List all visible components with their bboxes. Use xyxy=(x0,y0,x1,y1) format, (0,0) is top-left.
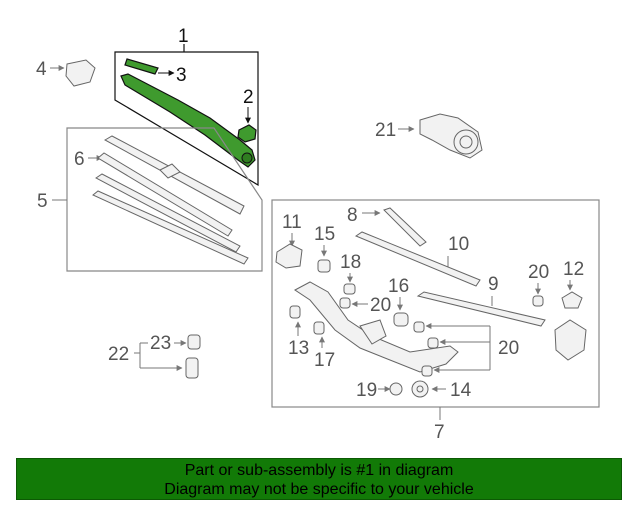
bushing-18 xyxy=(343,283,356,295)
callout-11: 11 xyxy=(282,212,302,233)
callout-23: 23 xyxy=(150,333,171,354)
wiper-blade-spine xyxy=(92,190,249,265)
callout-15: 15 xyxy=(314,224,335,245)
link-rod-main xyxy=(416,291,546,327)
pivot-right xyxy=(554,319,587,361)
callout-3: 3 xyxy=(176,65,187,86)
pivot-cap-group: 4 xyxy=(36,59,96,87)
callout-5: 5 xyxy=(37,191,48,212)
bushing-16 xyxy=(393,312,409,327)
callout-17: 17 xyxy=(314,350,335,371)
callout-10: 10 xyxy=(448,234,469,255)
callout-14: 14 xyxy=(450,380,472,401)
callout-7: 7 xyxy=(434,422,445,443)
bushing-15 xyxy=(317,259,331,273)
callout-18: 18 xyxy=(340,252,361,273)
linkage-group: 7 8 10 9 11 15 18 20 16 13 xyxy=(271,199,600,443)
banner-line-1: Part or sub-assembly is #1 in diagram xyxy=(184,462,454,479)
callout-22: 22 xyxy=(108,344,129,365)
wiper-arm-group: 1 3 2 xyxy=(114,26,259,187)
joint-22 xyxy=(185,357,199,379)
callout-4: 4 xyxy=(36,59,47,80)
pivot-cap xyxy=(65,59,96,87)
callout-20-top: 20 xyxy=(528,262,549,283)
motor-group: 21 xyxy=(375,113,483,159)
wiper-blade-insert xyxy=(97,152,233,237)
washer-14 xyxy=(411,380,429,398)
info-banner: Part or sub-assembly is #1 in diagram Di… xyxy=(16,458,622,500)
callout-20-left: 20 xyxy=(370,295,391,316)
link-rod-long xyxy=(354,231,481,287)
callout-1: 1 xyxy=(178,26,189,47)
callout-9: 9 xyxy=(488,274,499,295)
pivot-left xyxy=(275,243,303,269)
pivot-cap-right xyxy=(561,291,583,309)
callout-16: 16 xyxy=(388,276,409,297)
callout-13: 13 xyxy=(288,338,309,359)
callout-6: 6 xyxy=(74,149,85,170)
arm-cover xyxy=(124,58,159,75)
joint-23 xyxy=(187,334,201,350)
nut-cap xyxy=(237,124,257,143)
callout-8: 8 xyxy=(347,205,358,226)
wiper-arm xyxy=(120,73,256,168)
hose-joint-group: 23 22 xyxy=(108,333,201,379)
parts-diagram: 1 3 2 4 5 6 21 xyxy=(36,26,600,443)
callout-2: 2 xyxy=(243,87,254,108)
link-rod-short xyxy=(383,207,427,247)
callout-12: 12 xyxy=(563,259,584,280)
wiper-blade-rubber xyxy=(95,173,241,253)
callout-19: 19 xyxy=(356,380,377,401)
wiper-blade-group: 5 6 xyxy=(37,127,263,272)
banner-line-2: Diagram may not be specific to your vehi… xyxy=(164,481,474,498)
callout-20-right: 20 xyxy=(498,338,519,359)
callout-21: 21 xyxy=(375,120,396,141)
linkage-frame xyxy=(294,281,459,373)
bushing-19 xyxy=(389,382,403,396)
